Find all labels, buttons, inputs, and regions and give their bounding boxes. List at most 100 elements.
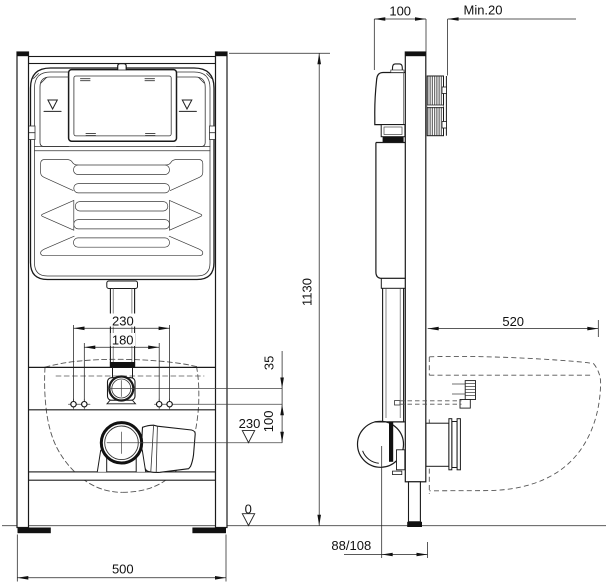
path-detail-10: [148, 345, 160, 350]
path-detail-13: [280, 377, 284, 389]
emboss-slot-3: [74, 201, 169, 212]
waste-pipe-ring-1: [448, 418, 453, 471]
pipe-clamp-side: [394, 400, 401, 406]
path-detail-9: [84, 345, 96, 350]
waste-bend-front: [141, 424, 196, 473]
line-detail-13: [206, 73, 213, 79]
right-rail-cap: [215, 52, 227, 57]
left-rail-cap: [17, 52, 29, 57]
path-detail-8: [158, 326, 170, 331]
valve-cap-front: [117, 63, 127, 71]
path-detail-4: [141, 424, 196, 473]
path-detail-26: [416, 552, 428, 557]
emboss-arrow-left: [41, 199, 75, 231]
dim-text-520: 520: [502, 314, 524, 329]
flush-elbow-front: [106, 375, 137, 405]
inlet-connector-side: [452, 380, 476, 409]
line-detail-11: [33, 73, 39, 79]
path-detail-15: [280, 431, 284, 443]
supply-connection-dashed: [400, 400, 462, 405]
dim-text-35: 35: [261, 356, 276, 370]
path-detail-17: [429, 363, 602, 492]
emboss-top-left-flag: [40, 159, 79, 191]
path-detail-12: [215, 576, 226, 580]
outlet-elbow-side: [356, 420, 406, 476]
bolt-2: [81, 400, 88, 408]
rect-detail-4: [110, 333, 135, 346]
dimension-texts: 230 180 500 35 100 230 0 100 Min.20 1130…: [112, 3, 524, 577]
dim-text-500-width: 500: [112, 562, 134, 577]
access-window: [67, 63, 178, 142]
emboss-arrow-right: [169, 199, 203, 231]
line-detail-25: [155, 425, 158, 473]
path-detail-11: [17, 576, 29, 580]
waste-pipe-valley: [451, 421, 458, 468]
dim-text-88-108: 88/108: [331, 538, 371, 553]
dim-text-180-bolts: 180: [112, 333, 134, 348]
right-rail: [214, 51, 228, 529]
bracket-tab-lower: [441, 121, 447, 129]
rect-detail-8: [459, 399, 471, 409]
pipe-coupling-side: [380, 277, 407, 289]
path-detail-24: [587, 326, 599, 331]
water-level-triangle-left: [47, 99, 59, 111]
rail-profile-cap: [405, 52, 426, 57]
waste-pipe-side: [425, 418, 461, 471]
elbow-pipe-wall: [389, 421, 394, 462]
path-detail-25: [381, 552, 393, 557]
flush-pipe-flange: [106, 280, 139, 289]
path-detail-1: [44, 358, 197, 368]
access-window-inner: [73, 75, 172, 137]
rect-detail-6: [383, 126, 403, 135]
cistern-side: [374, 63, 407, 422]
water-level-triangle-right: [181, 99, 193, 111]
path-detail-19: [415, 17, 426, 21]
rail-profile: [404, 51, 427, 483]
window-corner-marks: [80, 78, 156, 137]
wall-bracket-side: [426, 75, 447, 137]
left-rail: [16, 51, 30, 529]
flush-elbow-base: [106, 399, 137, 405]
emboss-bottom-band: [40, 235, 204, 257]
dim-text-100-depth: 100: [389, 4, 411, 19]
frame-feet: [17, 527, 226, 534]
path-detail-7: [73, 326, 85, 331]
bracket-tab-upper: [441, 86, 447, 94]
waste-pipe-body: [425, 422, 450, 467]
frame-rail-side: [394, 51, 427, 527]
dim-text-100-outlet: 100: [261, 411, 276, 433]
emboss-bar-5: [73, 237, 170, 248]
line-detail-14: [198, 77, 205, 84]
path-detail-3: [44, 366, 123, 493]
front-view: [16, 51, 283, 534]
top-crossbar: [27, 55, 217, 65]
bolt-1: [70, 400, 77, 408]
dim-text-1130: 1130: [300, 278, 315, 306]
rect-detail-3: [109, 313, 137, 327]
right-foot: [192, 527, 226, 534]
path-detail-14: [280, 404, 284, 416]
rect-detail-9: [396, 449, 406, 471]
right-panel: [176, 76, 206, 147]
emboss-slot-4: [73, 219, 170, 230]
path-detail-22: [317, 514, 321, 526]
line-detail-12: [40, 77, 47, 84]
level-text-230: 230: [239, 416, 261, 431]
cistern-side-lower: [375, 141, 406, 279]
bolt-4: [166, 400, 173, 408]
cistern-inner-wall: [34, 71, 211, 277]
line-detail-24: [150, 424, 155, 473]
level-triangle-0: [241, 513, 256, 527]
lower-crossbar: [27, 471, 217, 481]
path-detail-21: [317, 53, 321, 65]
side-view: [356, 51, 602, 527]
emboss-slots: [73, 164, 170, 248]
flush-pipe-front: [106, 280, 139, 379]
level-marks: [241, 430, 256, 527]
emboss-slot-2: [73, 183, 170, 194]
rail-foot-plate: [407, 521, 422, 527]
side-dimensions: [229, 17, 599, 558]
emboss-top-right-flag: [165, 159, 204, 191]
